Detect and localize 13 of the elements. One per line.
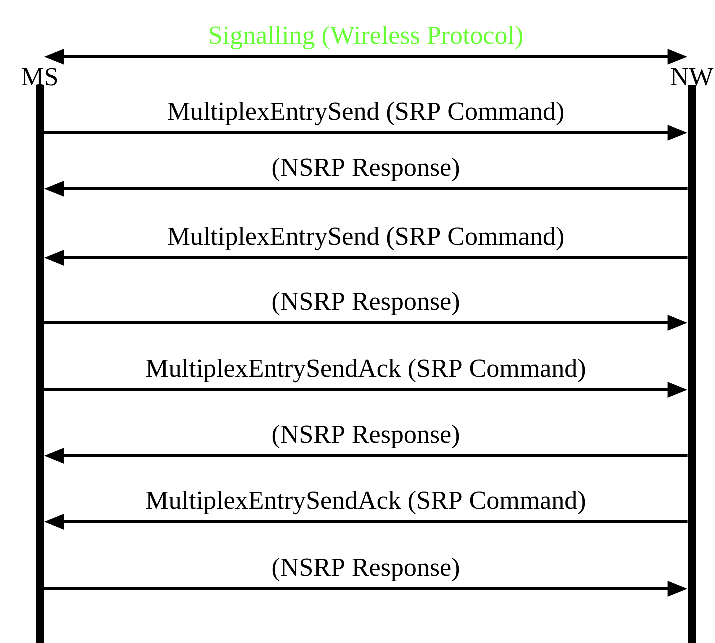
edge-label: MultiplexEntrySendAck (SRP Command) (146, 490, 586, 515)
edge-label: (NSRP Response) (272, 424, 460, 449)
edge-label: MultiplexEntrySend (SRP Command) (168, 102, 564, 126)
node-label: NW (671, 68, 714, 86)
edge-label: (NSRP Response) (272, 558, 460, 582)
node-label: MS (22, 68, 58, 86)
lifeline: NW (671, 68, 714, 643)
lifeline: MS (22, 68, 58, 643)
edge-label: Signalling (Wireless Protocol) (210, 26, 522, 50)
edge-label: MultiplexEntrySend (SRP Command) (168, 226, 564, 251)
edge-label: (NSRP Response) (272, 158, 460, 182)
edge-label: (NSRP Response) (272, 292, 460, 316)
edge-label: MultiplexEntrySendAck (SRP Command) (146, 358, 586, 383)
